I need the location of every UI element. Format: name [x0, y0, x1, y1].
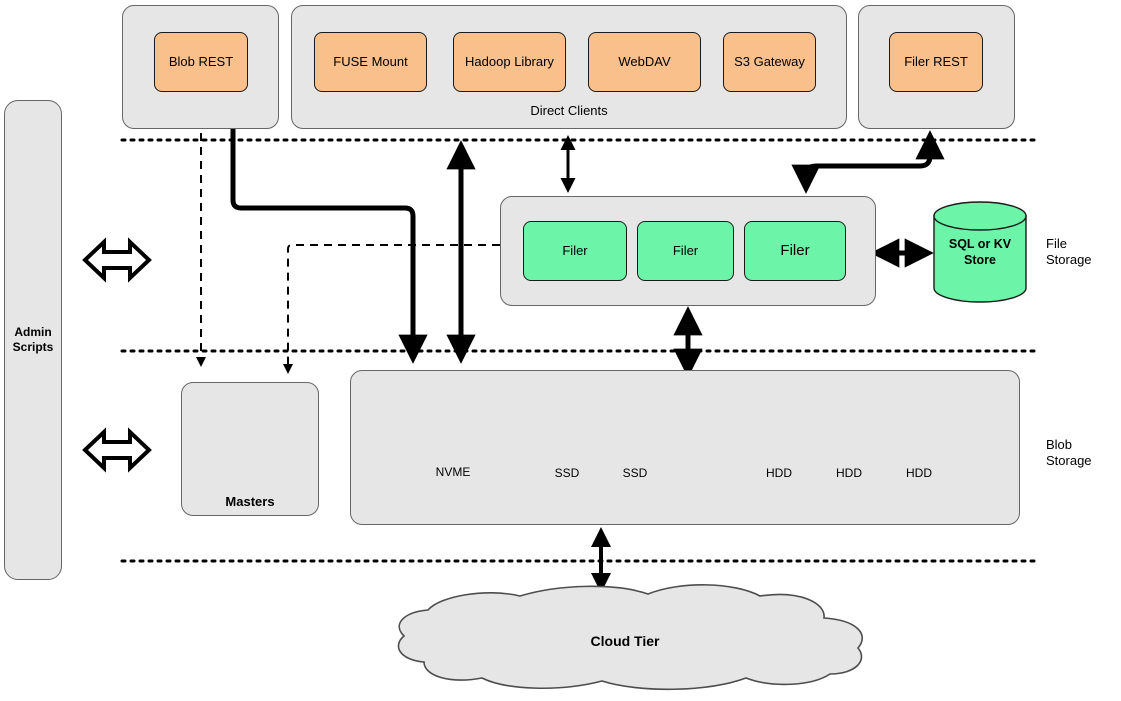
tier-label-file-storage: File Storage — [1046, 236, 1120, 269]
client-fuse-mount-label: FUSE Mount — [333, 53, 408, 69]
blobrest-to-volumes-connector — [230, 128, 428, 364]
client-webdav[interactable]: WebDAV — [588, 32, 701, 92]
admin-scripts-group — [4, 100, 62, 580]
tier-label-blob-storage: Blob Storage — [1046, 437, 1120, 470]
client-hadoop-library[interactable]: Hadoop Library — [453, 32, 566, 92]
admin-to-blob-hollow-arrow — [82, 427, 152, 473]
client-s3-gateway[interactable]: S3 Gateway — [723, 32, 816, 92]
masters-label: Masters — [225, 494, 275, 509]
filer-to-masters-dashed — [283, 244, 500, 374]
volume-servers-group — [350, 370, 1020, 525]
filerrest-to-filers-double-arrow — [791, 130, 945, 194]
client-hadoop-library-label: Hadoop Library — [465, 53, 554, 69]
cloud-tier-label: Cloud Tier — [590, 633, 660, 649]
client-blob-rest-label: Blob REST — [168, 53, 234, 69]
filer-node-1-label: Filer — [562, 242, 588, 258]
admin-scripts-label-line1: Admin — [14, 325, 52, 339]
filer-node-2[interactable]: Filer — [637, 221, 734, 281]
disk-label-hdd-3: HDD — [906, 466, 932, 480]
client-s3-gateway-label: S3 Gateway — [734, 53, 805, 69]
client-filer-rest[interactable]: Filer REST — [889, 32, 983, 92]
disk-label-ssd-2: SSD — [622, 466, 648, 480]
tier-label-file-storage-line1: File — [1046, 236, 1067, 251]
admin-hollow-arrows — [82, 237, 152, 473]
master-dashed-connectors — [196, 133, 500, 374]
tier-label-blob-storage-line1: Blob — [1046, 437, 1073, 452]
filer-node-2-label: Filer — [672, 242, 699, 258]
metastore-label-line1: SQL or KV — [948, 237, 1012, 251]
filer-node-1[interactable]: Filer — [523, 221, 627, 281]
admin-scripts-label: Admin Scripts — [4, 325, 62, 355]
filer-node-3[interactable]: Filer — [744, 221, 846, 281]
disk-label-nvme: NVME — [435, 465, 471, 479]
admin-scripts-label-line2: Scripts — [12, 340, 54, 354]
client-blob-rest[interactable]: Blob REST — [154, 32, 248, 92]
masters-group — [181, 382, 319, 516]
metastore-label: SQL or KV Store — [930, 237, 1030, 268]
disk-label-ssd-1: SSD — [554, 466, 580, 480]
client-fuse-mount[interactable]: FUSE Mount — [314, 32, 427, 92]
filer-node-3-label: Filer — [780, 242, 810, 260]
tier-label-file-storage-line2: Storage — [1046, 252, 1092, 268]
filer-rest-client-group — [858, 5, 1015, 129]
metastore-label-line2: Store — [964, 252, 996, 267]
direct-clients-caption: Direct Clients — [530, 103, 608, 118]
admin-to-file-hollow-arrow — [82, 237, 152, 283]
disk-label-hdd-1: HDD — [766, 466, 792, 480]
client-webdav-label: WebDAV — [618, 53, 671, 69]
disk-label-hdd-2: HDD — [836, 466, 862, 480]
client-filer-rest-label: Filer REST — [904, 53, 968, 69]
tier-label-blob-storage-line2: Storage — [1046, 453, 1092, 469]
